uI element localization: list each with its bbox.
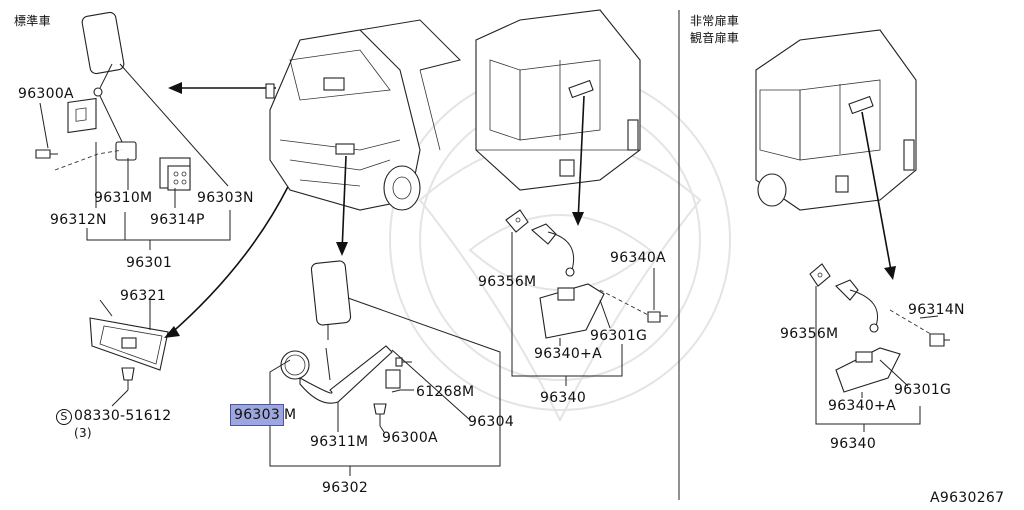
part-61268M[interactable]: 61268M [416,384,475,400]
diagram-id: A9630267 [930,490,1005,506]
arrow-to-inner-mirror [336,155,348,256]
part-96340-mid[interactable]: 96340 [540,390,587,406]
arrow-to-right-mirror [861,111,896,280]
part-96340-right[interactable]: 96340 [830,436,877,452]
van-emergency-rear-drawing [755,29,917,211]
part-96301[interactable]: 96301 [126,255,173,271]
part-96303N[interactable]: 96303N [197,190,254,206]
part-96314P[interactable]: 96314P [150,212,205,228]
section-standard-label: 標準車 [14,14,51,28]
part-96301G-right[interactable]: 96301G [894,382,952,398]
screw-symbol-icon: S [56,409,72,425]
part-96356M-right[interactable]: 96356M [780,326,839,342]
bolt-quantity: (3) [74,426,92,440]
part-96340A-plus-right[interactable]: 96340+A [828,398,896,414]
part-96321[interactable]: 96321 [120,288,167,304]
part-96340A-plus-mid[interactable]: 96340+A [534,346,602,362]
part-96340A[interactable]: 96340A [610,250,666,266]
part-96312N[interactable]: 96312N [50,212,107,228]
mirror-96302-drawing [269,260,501,476]
van-rear-drawing [475,9,641,191]
part-96310M[interactable]: 96310M [94,190,153,206]
part-96300A-top[interactable]: 96300A [18,86,74,102]
part-96303M-highlight: 96303 [230,404,285,426]
part-96300A-mid[interactable]: 96300A [382,430,438,446]
arrow-to-rear-mirror [572,95,585,226]
van-front-drawing [265,19,461,211]
part-96302[interactable]: 96302 [322,480,369,496]
arrow-to-mirror [168,82,276,94]
section-emergency-label-1: 非常扉車 [690,14,740,28]
mirror-96340-right-drawing [809,263,950,432]
part-96303M-suffix: M [284,407,297,423]
part-96314N[interactable]: 96314N [908,302,965,318]
part-96356M-mid[interactable]: 96356M [478,274,537,290]
mirror-96301-drawing [35,11,231,250]
bolt-code: 08330-51612 [74,408,172,424]
section-emergency-label-2: 観音扉車 [690,31,740,45]
mirror-96340-mid-drawing [505,209,668,386]
part-96311M[interactable]: 96311M [310,434,369,450]
part-96301G-mid[interactable]: 96301G [590,328,648,344]
part-96304[interactable]: 96304 [468,414,515,430]
